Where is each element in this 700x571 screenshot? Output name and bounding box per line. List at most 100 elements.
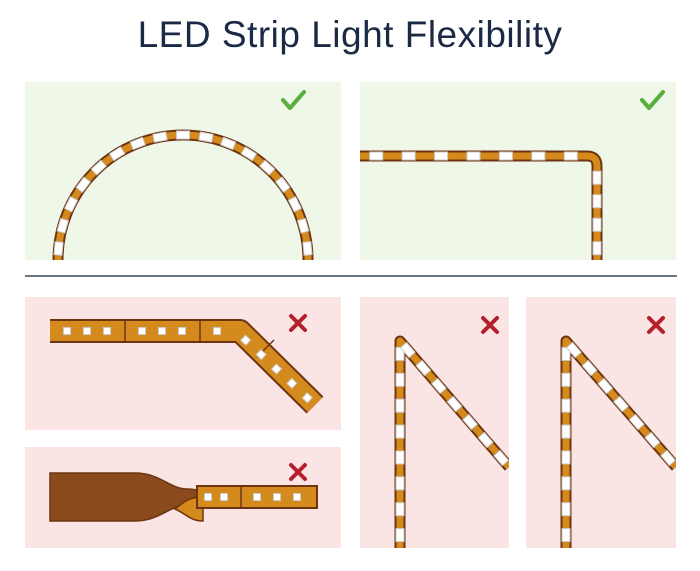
led-chip: [53, 241, 64, 256]
led-chip: [176, 130, 190, 140]
panel-twisted-strip: [25, 447, 341, 548]
led-chip: [178, 327, 186, 335]
led-chip: [592, 194, 602, 209]
led-strip: [360, 150, 603, 260]
led-chips: [369, 151, 602, 256]
cross-icon: [289, 463, 307, 481]
led-strip-fill: [360, 152, 601, 260]
led-chip: [253, 493, 261, 501]
led-chip: [138, 327, 146, 335]
led-chips: [63, 327, 313, 404]
led-chip: [415, 359, 432, 377]
zigzag-diagram-1: [394, 316, 509, 548]
led-chip: [75, 176, 92, 193]
led-chip: [531, 151, 546, 161]
segment-bend-diagram: [50, 314, 324, 414]
cross-icon: [289, 314, 307, 332]
panel-segment-angled-bend: [25, 297, 341, 430]
panel-sharp-zigzag-1: [360, 297, 509, 548]
led-chip: [561, 502, 571, 517]
led-strip-fill: [562, 337, 676, 548]
led-chip: [561, 424, 571, 439]
led-chips: [395, 341, 509, 543]
led-chip: [259, 159, 276, 176]
led-chip: [204, 493, 212, 501]
led-chip: [597, 377, 614, 395]
led-chip: [399, 341, 416, 359]
led-strip: [52, 129, 314, 260]
led-chip: [613, 395, 629, 413]
led-chip: [240, 146, 258, 162]
led-chip: [462, 413, 479, 431]
led-chip: [220, 493, 228, 501]
led-chip: [56, 217, 70, 234]
led-chip: [477, 431, 494, 449]
led-chip: [152, 131, 168, 143]
led-chips: [561, 341, 676, 543]
led-chip: [561, 528, 571, 543]
led-chip: [255, 348, 267, 361]
led-chip: [401, 151, 416, 161]
led-chip: [581, 359, 598, 377]
led-chip: [430, 377, 447, 395]
right-angle-diagram: [360, 90, 665, 260]
led-chip: [395, 372, 405, 387]
led-chip: [592, 241, 602, 256]
led-chip: [270, 363, 283, 375]
led-chip: [129, 136, 146, 151]
led-chip: [369, 151, 384, 161]
led-chip: [395, 476, 405, 491]
led-chip: [660, 449, 676, 467]
led-chip: [493, 449, 509, 467]
led-chip: [592, 170, 602, 185]
led-chip: [213, 327, 221, 335]
zigzag-diagram-2: [560, 316, 676, 548]
arc-bend-diagram: [52, 90, 314, 260]
panel-sharp-zigzag-2: [526, 297, 676, 548]
led-chips: [204, 493, 301, 501]
led-chip: [302, 241, 313, 256]
led-chip: [287, 196, 303, 213]
check-icon: [281, 90, 306, 110]
led-chip: [592, 217, 602, 232]
led-chip: [395, 346, 405, 361]
cross-icon: [481, 316, 499, 334]
led-chip: [158, 327, 166, 335]
led-chips: [53, 130, 313, 256]
led-chip: [628, 413, 645, 431]
led-chip: [434, 151, 449, 161]
led-chip: [240, 334, 252, 346]
led-chip: [561, 450, 571, 465]
panel-right-angle-bend: [360, 82, 676, 260]
led-chip: [293, 493, 301, 501]
divider-line: [25, 275, 677, 277]
led-chip: [561, 398, 571, 413]
led-strip-fill: [54, 131, 312, 260]
led-chip: [63, 327, 71, 335]
led-chip: [644, 431, 661, 449]
led-chip: [561, 346, 571, 361]
led-chip: [301, 392, 313, 404]
led-chip: [220, 136, 237, 151]
led-chip: [296, 217, 310, 234]
led-chip: [274, 176, 291, 193]
led-chip: [395, 398, 405, 413]
led-chip: [446, 395, 463, 413]
led-chip: [561, 372, 571, 387]
led-chip: [561, 476, 571, 491]
led-chip: [198, 131, 214, 143]
page-title: LED Strip Light Flexibility: [137, 14, 563, 55]
led-chip: [565, 341, 582, 359]
led-chip: [395, 450, 405, 465]
led-chip: [395, 502, 405, 517]
panel-arc-bend: [25, 82, 341, 260]
led-chip: [90, 159, 107, 176]
led-chip: [498, 151, 513, 161]
led-chip: [273, 493, 281, 501]
led-chip: [63, 196, 79, 213]
cross-icon: [647, 316, 665, 334]
led-chip: [83, 327, 91, 335]
led-chip: [103, 327, 111, 335]
led-chip: [108, 146, 126, 162]
led-chip: [395, 528, 405, 543]
